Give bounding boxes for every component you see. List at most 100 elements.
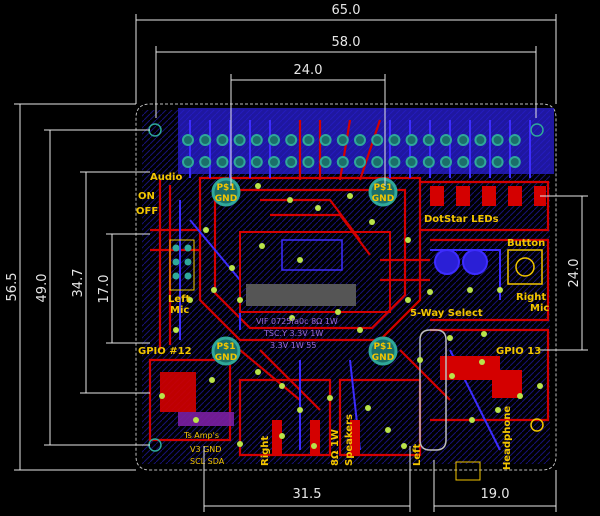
left-mic-header [169,239,195,291]
via-icon [237,297,243,303]
via-icon [327,395,333,401]
off-label: OFF [136,206,158,217]
via-icon [495,407,501,413]
mount-hole-top-right: P$1 GND [368,177,398,207]
via-icon [405,297,411,303]
ps1-label: P$1 [216,342,235,352]
pad-icon [285,156,298,168]
gpio-header [182,134,521,168]
dim-24-top: 24.0 [294,63,323,78]
pad-icon [319,156,332,168]
pad-icon [199,134,212,146]
via-icon [315,205,321,211]
via-icon [449,373,455,379]
pad-icon [172,258,180,266]
pad-icon [371,156,384,168]
via-icon [335,309,341,315]
mount-hole-icon [211,177,241,207]
dotstar-leds [430,186,546,206]
pad-icon [216,134,229,146]
via-icon [427,289,433,295]
via-icon [517,393,523,399]
chip-pad-area [281,239,343,271]
pad-icon [250,134,263,146]
pad-icon [182,134,194,146]
mirrored-text: V3 GND [190,445,221,454]
pad-icon [422,134,435,146]
dim-19: 19.0 [481,487,510,502]
dim-31-5: 31.5 [293,487,322,502]
dim-56-5: 56.5 [5,273,20,302]
via-icon [255,183,261,189]
dim-17: 17.0 [97,275,112,304]
left-speaker-label: Left [412,443,423,466]
via-icon [255,369,261,375]
via-field [159,183,543,449]
five-way-switch [434,249,488,275]
via-icon [229,265,235,271]
mount-hole-icon [530,418,544,432]
via-icon [259,243,265,249]
pad-icon [422,156,435,168]
ps1-label: P$1 [216,183,235,193]
pad-icon [491,156,504,168]
via-icon [173,327,179,333]
via-icon [289,315,295,321]
pad-icon [440,134,452,146]
via-icon [297,257,303,263]
dim-34-7: 34.7 [71,269,86,298]
speakers-label: Speakers [344,414,355,466]
ps1-label: P$1 [373,183,392,193]
dim-58: 58.0 [332,35,361,50]
pad-icon [302,156,315,168]
via-icon [203,227,209,233]
pad-icon [474,156,487,168]
via-icon [417,357,423,363]
pad-icon [233,156,246,168]
pad-icon [440,156,452,168]
mirrored-text: SCL SDA [190,457,225,466]
pad-icon [508,134,521,146]
five-way-label: 5-Way Select [410,308,483,319]
via-icon [537,383,543,389]
pad-icon [354,156,366,168]
ps1-label: P$1 [373,342,392,352]
via-icon [347,193,353,199]
via-icon [297,407,303,413]
dimension-lines [14,14,588,512]
mirrored-text: Ts Amp's [183,431,219,440]
pad-icon [405,134,418,146]
dim-49: 49.0 [35,274,50,303]
mount-hole-icon [530,123,544,137]
pad-icon [508,156,521,168]
pad-icon [182,156,194,168]
via-icon [481,331,487,337]
pad-icon [491,134,504,146]
pad-icon [457,156,470,168]
via-icon [369,219,375,225]
pad-icon [199,156,212,168]
via-icon [311,443,317,449]
dim-65: 65.0 [332,3,361,18]
right-speaker-label: Right [260,436,271,466]
mirrored-text: VIF 0725fa0c 8Ω 1W [256,317,338,326]
board-outline [135,103,557,471]
mount-hole-icon [211,336,241,366]
pad-icon [371,134,384,146]
via-icon [469,417,475,423]
pad-icon [285,134,298,146]
via-icon [447,335,453,341]
gnd-label: GND [372,194,394,204]
headphone-label: Headphone [502,406,513,470]
pad-icon [336,134,349,146]
pad-icon [302,134,315,146]
gnd-label: GND [215,353,237,363]
pad-icon [216,156,229,168]
via-icon [287,197,293,203]
via-icon [187,297,193,303]
pad-icon [354,134,366,146]
dotstar-label: DotStar LEDs [424,214,499,225]
